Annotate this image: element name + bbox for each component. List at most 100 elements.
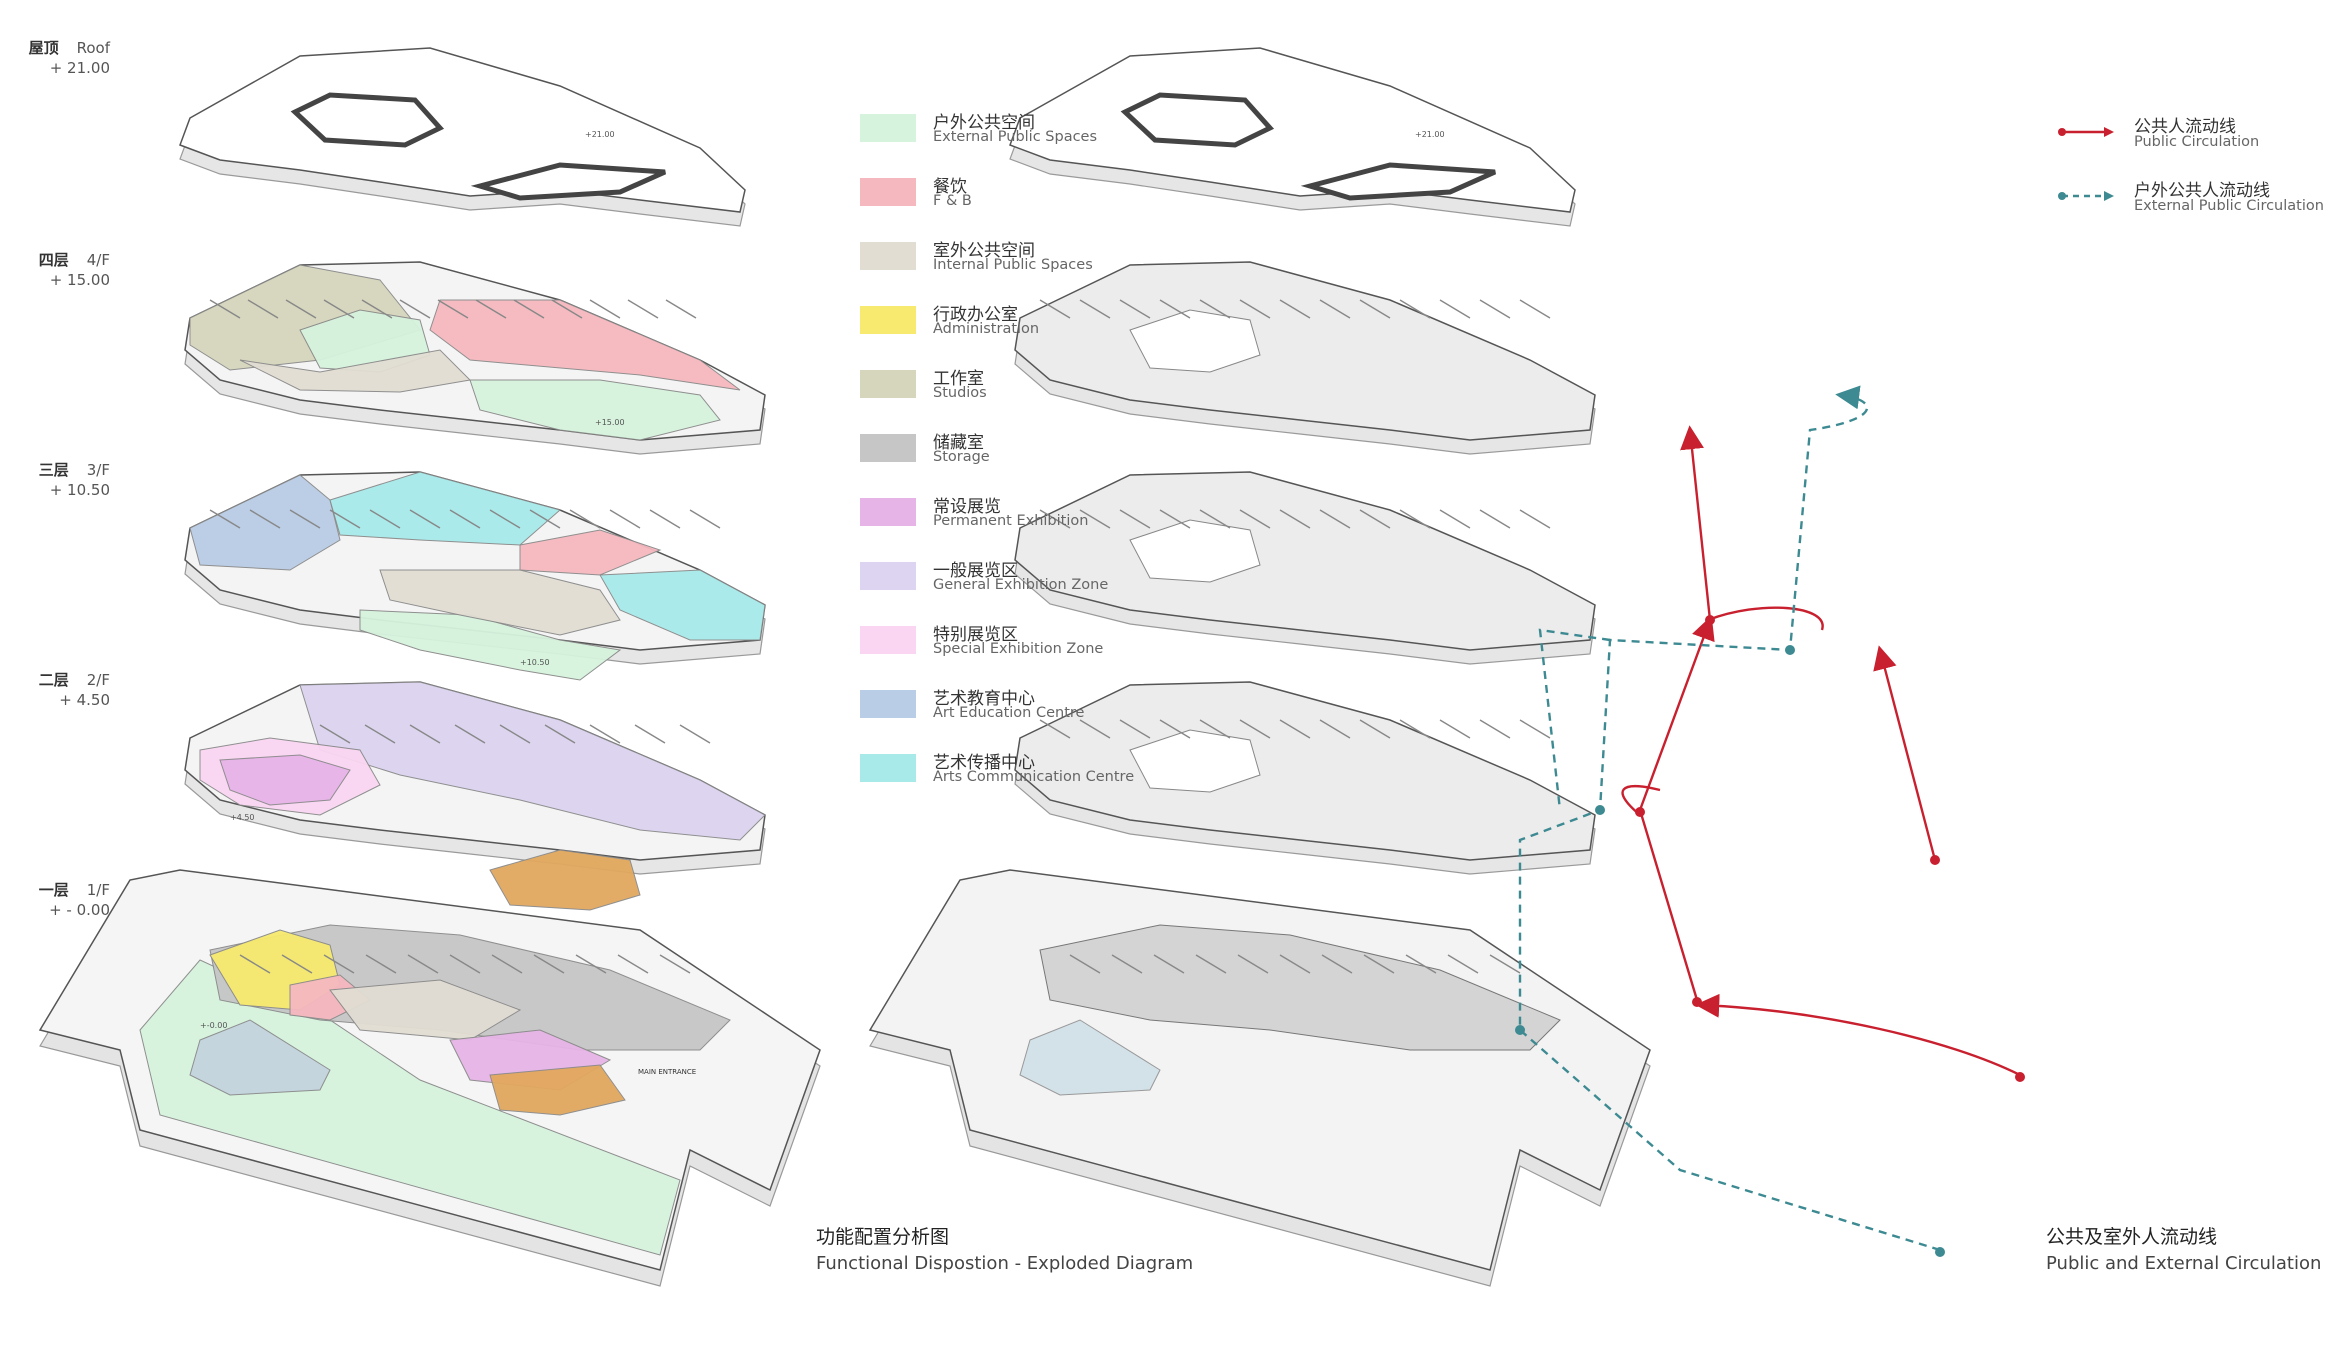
legend-label-cn: 户外公共空间 — [933, 113, 1035, 133]
wall-2f — [454, 724, 486, 744]
red-path-ground — [1695, 993, 2021, 1077]
wall-3f — [289, 509, 321, 529]
circulation-label-en: Public Circulation — [2134, 134, 2260, 150]
wall-3f — [489, 509, 521, 529]
wall-4f — [209, 299, 241, 319]
grey-wall-1f — [1321, 954, 1353, 974]
legend-label-cn: 一般展览区 — [933, 561, 1018, 581]
wall-4f — [627, 299, 659, 319]
circulation-line-swatch — [2058, 127, 2114, 137]
grey-wall — [1399, 299, 1431, 319]
left-caption: 功能配置分析图 Functional Dispostion - Exploded… — [816, 1222, 1193, 1274]
legend-label-en: Storage — [933, 449, 990, 465]
legend-label-en: Internal Public Spaces — [933, 257, 1093, 273]
grey-floor-3f-slab — [1014, 471, 1596, 651]
wall-2f — [679, 724, 711, 744]
grey-courtyard — [1129, 519, 1261, 583]
level-name-en: 3/F — [86, 461, 110, 479]
zone-3f-communication-east — [599, 569, 766, 641]
legend-label-en: Art Education Centre — [933, 705, 1085, 721]
zone-1f-pool — [189, 1019, 331, 1096]
grey-courtyard — [1129, 309, 1261, 373]
legend-label-en: F & B — [933, 193, 972, 209]
legend-label-cn: 艺术传播中心 — [933, 753, 1035, 773]
grey-ground-building — [1039, 924, 1561, 1051]
wall-4f — [323, 299, 355, 319]
wall-1f — [533, 954, 565, 974]
zone-3f-public — [379, 569, 621, 636]
grey-wall — [1359, 719, 1391, 739]
zone-2f-storage-box — [489, 849, 641, 911]
zone-2f-permanent — [219, 754, 351, 806]
grey-wall — [1279, 509, 1311, 529]
legend-swatch — [860, 370, 916, 398]
roof-courtyard-opening — [1120, 92, 1275, 148]
grey-wall-1f — [1195, 954, 1227, 974]
grey-wall-1f — [1405, 954, 1437, 974]
wall-4f — [551, 299, 583, 319]
grey-wall — [1519, 509, 1551, 529]
legend-label-en: Permanent Exhibition — [933, 513, 1089, 529]
grey-wall-1f — [1237, 954, 1269, 974]
zone-2f-general-exhibition — [299, 681, 766, 841]
right-caption-en: Public and External Circulation — [2046, 1253, 2322, 1274]
wall-4f — [437, 299, 469, 319]
grey-wall-1f — [1447, 954, 1479, 974]
legend-label-en: General Exhibition Zone — [933, 577, 1109, 593]
grey-wall — [1439, 719, 1471, 739]
wall-3f — [529, 509, 561, 529]
grey-wall — [1319, 509, 1351, 529]
legend-label-cn: 餐饮 — [933, 177, 967, 197]
grey-wall-1f — [1111, 954, 1143, 974]
wall-3f — [609, 509, 641, 529]
grey-wall — [1159, 509, 1191, 529]
grey-wall-1f — [1069, 954, 1101, 974]
teal-node-3 — [1785, 645, 1795, 655]
legend-label-cn: 常设展览 — [933, 497, 1001, 517]
wall-1f — [239, 954, 271, 974]
grey-wall — [1319, 719, 1351, 739]
red-path-link — [1621, 785, 1661, 816]
grey-wall — [1359, 299, 1391, 319]
legend-label-en: Administration — [933, 321, 1040, 337]
level-name-cn: 三层 — [38, 461, 69, 479]
red-node-4 — [1705, 615, 1715, 625]
grey-wall — [1079, 719, 1111, 739]
circulation-node-sample — [2058, 192, 2066, 200]
f1-level-tag: +-0.00 — [200, 1021, 227, 1030]
red-node-2 — [1635, 807, 1645, 817]
zone-1f-storage — [209, 924, 731, 1051]
level-name-en: 1/F — [86, 881, 110, 899]
roof-courtyard-opening — [290, 92, 445, 148]
grey-wall — [1479, 509, 1511, 529]
grey-wall — [1439, 509, 1471, 529]
grey-wall — [1159, 719, 1191, 739]
legend-swatch — [860, 626, 916, 654]
circulation-label-cn: 户外公共人流动线 — [2134, 181, 2270, 201]
wall-4f — [247, 299, 279, 319]
level-name-en: 4/F — [86, 251, 110, 269]
grey-wall — [1519, 299, 1551, 319]
grey-wall — [1239, 509, 1271, 529]
red-path-vertical-2 — [1873, 645, 1937, 861]
grey-wall — [1239, 299, 1271, 319]
zone-3f-fnb — [519, 529, 662, 576]
wall-3f — [209, 509, 241, 529]
legend-label-en: External Public Spaces — [933, 129, 1098, 145]
zone-4f-public — [239, 349, 472, 393]
grey-wall — [1199, 509, 1231, 529]
level-elevation: + 21.00 — [49, 59, 110, 77]
circulation-node-sample — [2058, 128, 2066, 136]
wall-2f — [589, 724, 621, 744]
right-caption-cn: 公共及室外人流动线 — [2046, 1226, 2218, 1248]
circulation-label-en: External Public Circulation — [2134, 198, 2324, 214]
wall-4f — [361, 299, 393, 319]
zone-4f-fnb — [429, 299, 741, 391]
circulation-paths — [1515, 385, 2025, 1257]
roof-slab — [179, 47, 746, 213]
grey-courtyard — [1129, 729, 1261, 793]
legend-swatch — [860, 434, 916, 462]
